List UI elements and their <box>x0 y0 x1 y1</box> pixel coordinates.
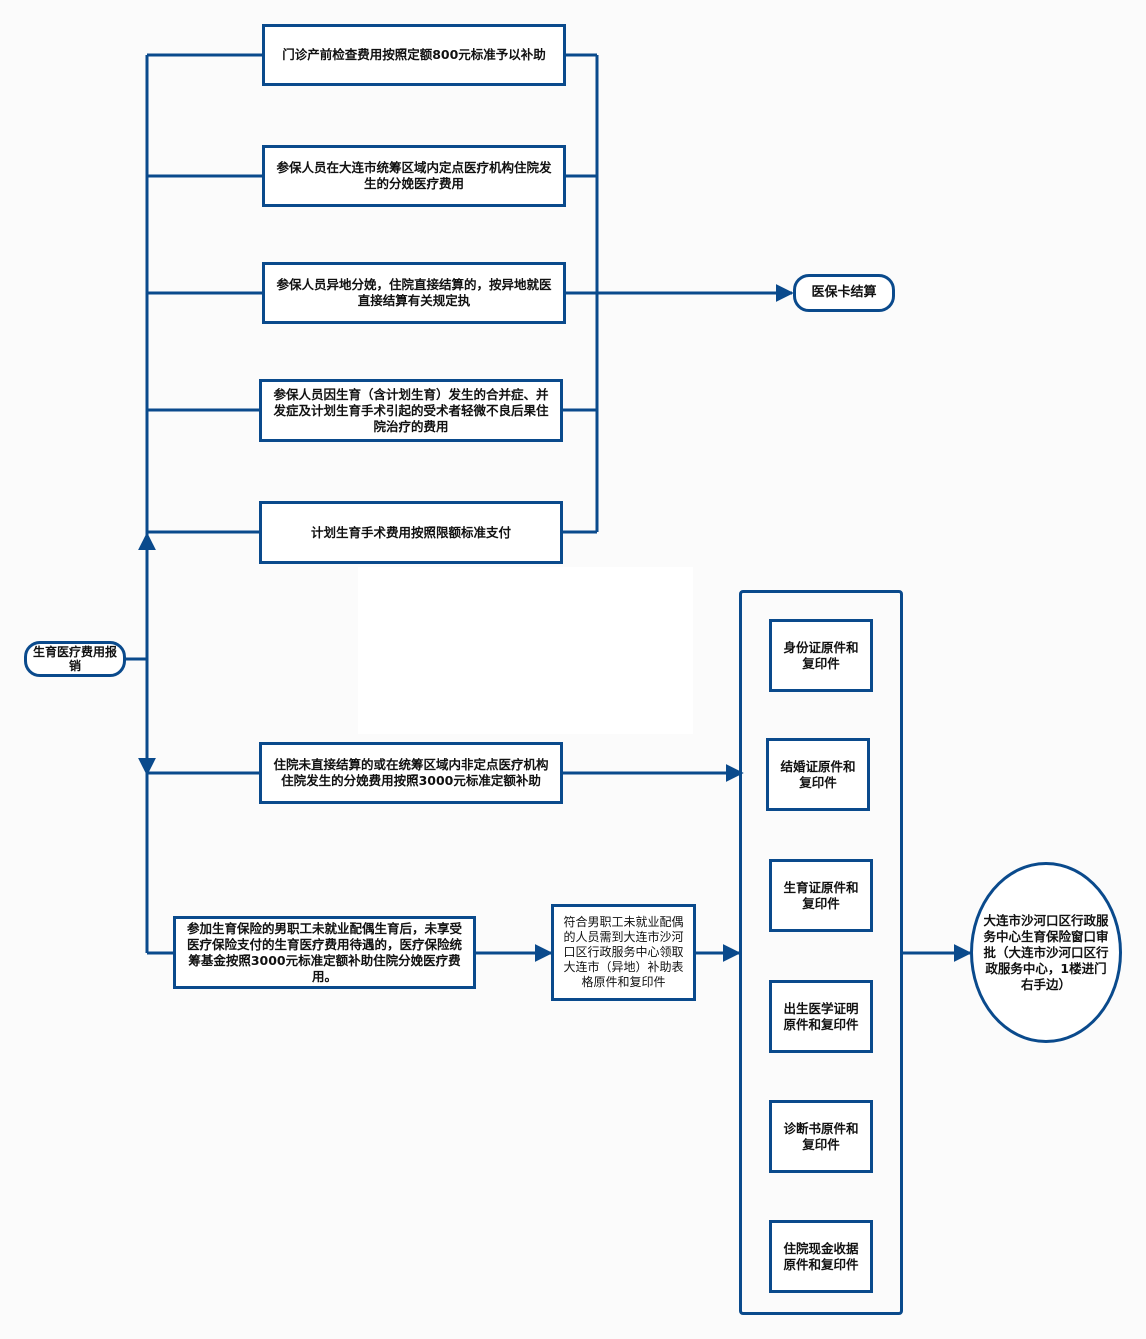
settle-card-node: 医保卡结算 <box>793 274 895 312</box>
document-1: 身份证原件和复印件 <box>769 619 873 692</box>
document-1-label: 身份证原件和复印件 <box>783 639 859 671</box>
document-6: 住院现金收据原件和复印件 <box>769 1220 873 1293</box>
start-node: 生育医疗费用报销 <box>24 641 126 677</box>
upper-item-4-label: 参保人员因生育（含计划生育）发生的合并症、并发症及计划生育手术引起的受术者轻微不… <box>273 386 549 434</box>
upper-item-1-label: 门诊产前检查费用按照定额800元标准予以补助 <box>282 47 546 62</box>
lower-item-1: 住院未直接结算的或在统筹区域内非定点医疗机构住院发生的分娩费用按照3000元标准… <box>259 742 563 804</box>
upper-item-5: 计划生育手术费用按照限额标准支付 <box>259 501 563 564</box>
start-label: 生育医疗费用报销 <box>33 645 118 673</box>
lower-item-2: 参加生育保险的男职工未就业配偶生育后，未享受医疗保险支付的生育医疗费用待遇的，医… <box>173 916 476 989</box>
blank-area <box>358 567 693 734</box>
document-6-label: 住院现金收据原件和复印件 <box>783 1240 859 1272</box>
lower-item-1-label: 住院未直接结算的或在统筹区域内非定点医疗机构住院发生的分娩费用按照3000元标准… <box>273 757 549 788</box>
documents-container <box>739 590 903 1315</box>
approval-node: 大连市沙河口区行政服务中心生育保险窗口审批（大连市沙河口区行政服务中心，1楼进门… <box>970 862 1122 1043</box>
upper-item-2-label: 参保人员在大连市统筹区域内定点医疗机构住院发生的分娩医疗费用 <box>276 160 552 191</box>
spouse-step-label: 符合男职工未就业配偶的人员需到大连市沙河口区行政服务中心领取大连市（异地）补助表… <box>563 915 684 989</box>
document-2-label: 结婚证原件和复印件 <box>780 758 856 790</box>
document-4-label: 出生医学证明原件和复印件 <box>783 1000 859 1032</box>
approval-label: 大连市沙河口区行政服务中心生育保险窗口审批（大连市沙河口区行政服务中心，1楼进门… <box>983 912 1109 992</box>
upper-item-5-label: 计划生育手术费用按照限额标准支付 <box>310 524 511 540</box>
upper-item-2: 参保人员在大连市统筹区域内定点医疗机构住院发生的分娩医疗费用 <box>262 145 566 207</box>
document-5-label: 诊断书原件和复印件 <box>783 1120 859 1152</box>
upper-item-1: 门诊产前检查费用按照定额800元标准予以补助 <box>262 24 566 86</box>
document-2: 结婚证原件和复印件 <box>766 738 870 811</box>
settle-card-label: 医保卡结算 <box>811 285 877 300</box>
document-4: 出生医学证明原件和复印件 <box>769 980 873 1053</box>
spouse-step: 符合男职工未就业配偶的人员需到大连市沙河口区行政服务中心领取大连市（异地）补助表… <box>551 904 696 1001</box>
document-3-label: 生育证原件和复印件 <box>783 879 859 911</box>
upper-item-3-label: 参保人员异地分娩，住院直接结算的，按异地就医直接结算有关规定执 <box>276 277 552 308</box>
lower-item-2-label: 参加生育保险的男职工未就业配偶生育后，未享受医疗保险支付的生育医疗费用待遇的，医… <box>186 920 462 984</box>
document-3: 生育证原件和复印件 <box>769 859 873 932</box>
document-5: 诊断书原件和复印件 <box>769 1100 873 1173</box>
upper-item-3: 参保人员异地分娩，住院直接结算的，按异地就医直接结算有关规定执 <box>262 262 566 324</box>
upper-item-4: 参保人员因生育（含计划生育）发生的合并症、并发症及计划生育手术引起的受术者轻微不… <box>259 379 563 442</box>
